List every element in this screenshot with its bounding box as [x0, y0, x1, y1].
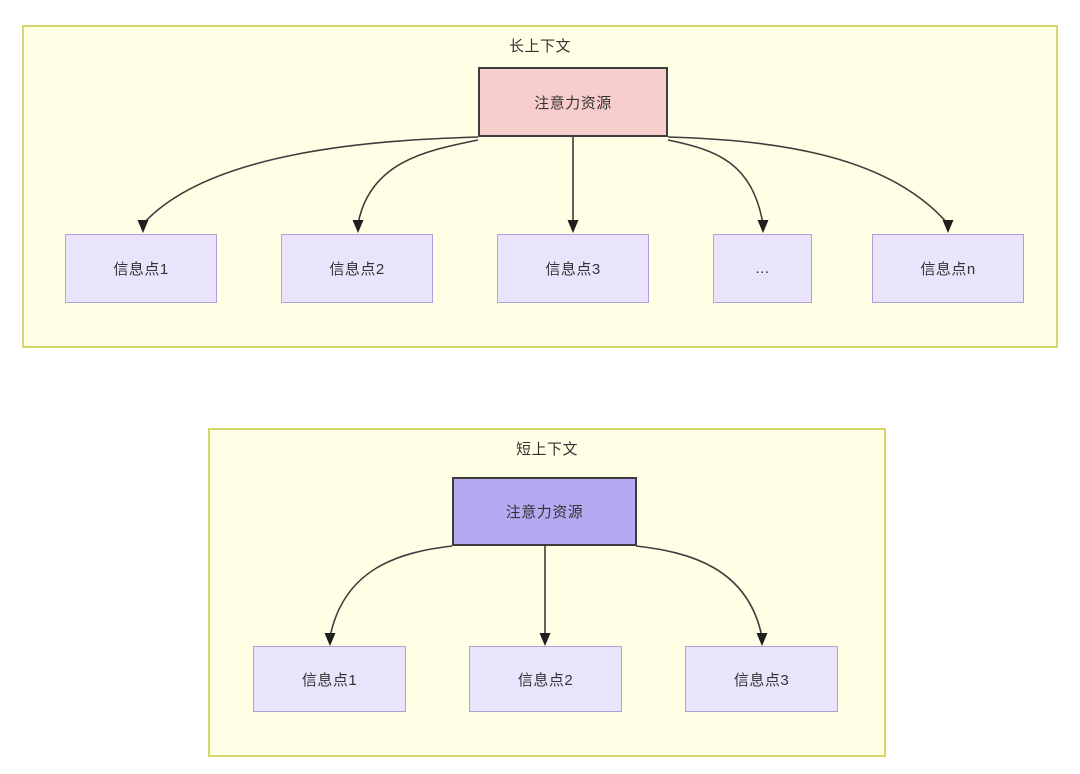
node-info-point-long-3-label: 信息点3	[545, 261, 601, 278]
node-attention-resource-long-label: 注意力资源	[534, 94, 612, 112]
node-info-point-long-n[interactable]: 信息点n	[872, 234, 1024, 303]
node-attention-resource-short[interactable]: 注意力资源	[452, 477, 637, 546]
node-info-point-short-2-label: 信息点2	[517, 671, 574, 689]
node-attention-resource-long[interactable]: 注意力资源	[478, 67, 668, 137]
node-info-point-short-3-label: 信息点3	[733, 671, 790, 689]
panel-long-context-title: 长上下文	[508, 38, 571, 55]
node-info-point-long-2[interactable]: 信息点2	[281, 234, 433, 303]
node-info-point-short-1-label: 信息点1	[301, 671, 358, 689]
node-info-point-long-1[interactable]: 信息点1	[65, 234, 217, 303]
node-info-point-long-ellipsis-label: ...	[755, 260, 770, 277]
node-info-point-short-2[interactable]: 信息点2	[469, 646, 622, 712]
node-attention-resource-short-label: 注意力资源	[505, 504, 584, 521]
node-info-point-long-n-label: 信息点n	[920, 261, 976, 278]
node-info-point-short-1[interactable]: 信息点1	[253, 646, 406, 712]
node-info-point-long-2-label: 信息点2	[329, 261, 385, 278]
node-info-point-long-ellipsis[interactable]: ...	[713, 234, 812, 303]
node-info-point-long-1-label: 信息点1	[113, 261, 169, 278]
node-info-point-short-3[interactable]: 信息点3	[685, 646, 838, 712]
node-info-point-long-3[interactable]: 信息点3	[497, 234, 649, 303]
panel-short-context-title: 短上下文	[515, 441, 578, 458]
